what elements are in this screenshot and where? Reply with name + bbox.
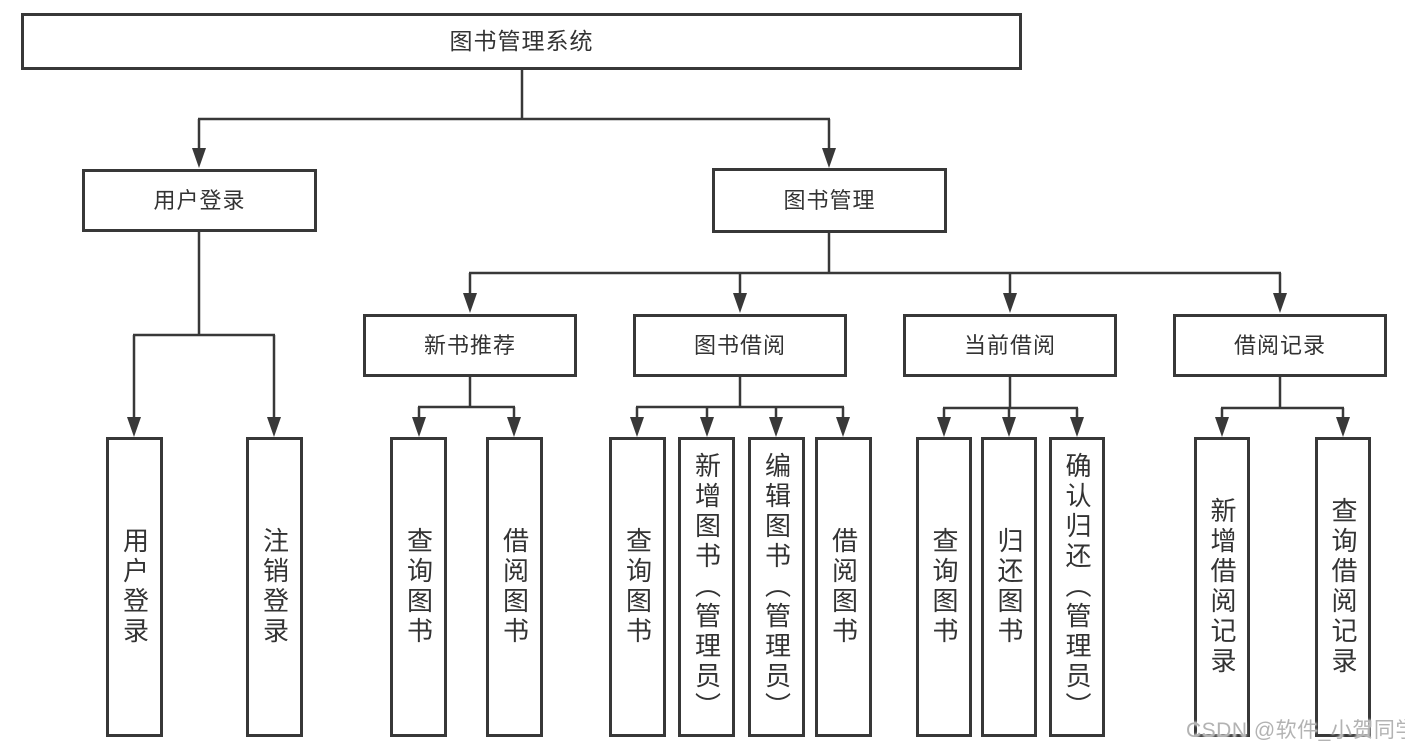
csdn-watermark: CSDN @软件_小贺同学 xyxy=(1186,719,1405,742)
leaf-logout: 注销登录 xyxy=(246,437,303,737)
leaf-current-query-books: 查询图书 xyxy=(916,437,972,737)
leaf-current-confirm-return-admin: 确认归还（管理员） xyxy=(1049,437,1105,737)
node-new-book-recommendation: 新书推荐 xyxy=(363,314,577,377)
leaf-current-return-books: 归还图书 xyxy=(981,437,1037,737)
leaf-borrowing-borrow-books: 借阅图书 xyxy=(815,437,872,737)
leaf-records-query-record: 查询借阅记录 xyxy=(1315,437,1371,737)
node-library-system: 图书管理系统 xyxy=(21,13,1022,70)
node-user-login: 用户登录 xyxy=(82,169,317,232)
leaf-recommend-borrow-books: 借阅图书 xyxy=(486,437,543,737)
node-book-management: 图书管理 xyxy=(712,168,947,233)
leaf-records-add-record: 新增借阅记录 xyxy=(1194,437,1250,737)
leaf-borrowing-query-books: 查询图书 xyxy=(609,437,666,737)
leaf-borrowing-edit-books-admin: 编辑图书（管理员） xyxy=(748,437,805,737)
node-book-borrowing: 图书借阅 xyxy=(633,314,847,377)
node-current-borrowing: 当前借阅 xyxy=(903,314,1117,377)
leaf-user-login: 用户登录 xyxy=(106,437,163,737)
leaf-recommend-query-books: 查询图书 xyxy=(390,437,447,737)
leaf-borrowing-add-books-admin: 新增图书（管理员） xyxy=(678,437,735,737)
node-borrowing-records: 借阅记录 xyxy=(1173,314,1387,377)
